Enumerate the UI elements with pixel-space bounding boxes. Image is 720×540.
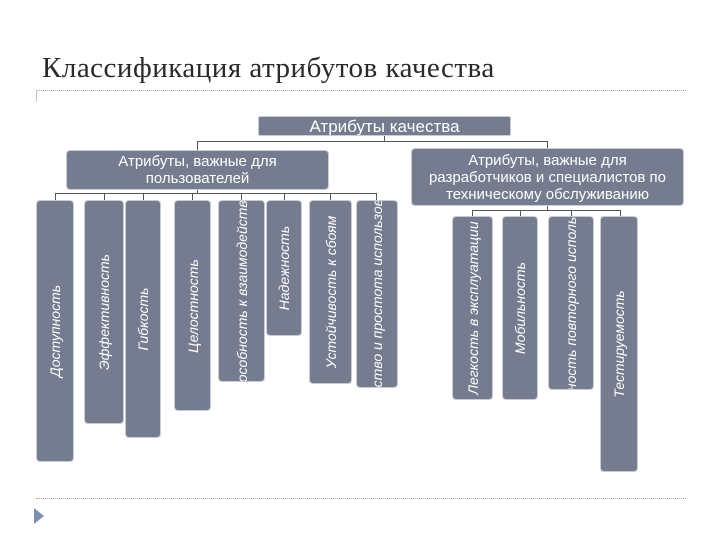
leaf-fault-tolerance: Устойчивость к сбоям (309, 200, 352, 384)
leaf-availability: Доступность (36, 200, 74, 462)
leaf-label: Легкость в эксплуатации (464, 221, 481, 395)
leaf-label: Устойчивость к сбоям (322, 215, 339, 369)
connector-leaf (284, 193, 285, 200)
leaf-label: Способность к взаимодействию (233, 200, 250, 382)
connector-leaf (571, 210, 572, 216)
next-slide-arrow-icon[interactable] (34, 508, 44, 524)
connector-leaf (376, 193, 377, 200)
leaf-label: Эффективность (96, 253, 112, 371)
connector-leaf (330, 193, 331, 200)
leaf-reliability: Надежность (266, 200, 302, 336)
connector-devs-bar (472, 210, 620, 211)
footer-divider (36, 498, 686, 499)
connector-leaf (104, 193, 105, 200)
title-divider (36, 90, 686, 91)
leaf-label: Мобильность (512, 262, 528, 354)
connector-leaf (192, 193, 193, 200)
connector-users-bar (55, 193, 376, 194)
leaf-testability: Тестируемость (600, 216, 638, 472)
root-node: Атрибуты качества (258, 116, 511, 136)
connector-users-drop (197, 141, 198, 150)
leaf-label: Тестируемость (611, 290, 627, 398)
leaf-flexibility: Гибкость (125, 200, 161, 438)
slide-title: Классификация атрибутов качества (42, 52, 495, 84)
leaf-portability: Мобильность (502, 216, 538, 400)
leaf-integrity: Целостность (174, 200, 211, 411)
leaf-usability: Удобство и простота использования (356, 200, 398, 388)
connector-leaf (241, 193, 242, 200)
leaf-label: Доступность (47, 284, 63, 378)
leaf-interoperability: Способность к взаимодействию (218, 200, 265, 382)
leaf-label: Надежность (276, 225, 292, 311)
group-developers: Атрибуты, важные для разработчиков и спе… (411, 148, 684, 206)
connector-leaf (472, 210, 473, 216)
connector-users-stem (197, 190, 198, 194)
leaf-label: Гибкость (135, 287, 151, 351)
leaf-label: Целостность (184, 258, 201, 353)
connector-devs-drop (547, 141, 548, 148)
leaf-label: Возможность повторного использования (563, 216, 579, 390)
connector-root-bar (197, 141, 548, 142)
connector-leaf (143, 193, 144, 200)
group-users: Атрибуты, важные для пользователей (66, 150, 329, 190)
connector-root-stem (384, 136, 385, 142)
leaf-ease-of-operation: Легкость в эксплуатации (452, 216, 493, 400)
corner-decoration (36, 90, 47, 102)
connector-leaf (55, 193, 56, 200)
connector-leaf (620, 210, 621, 216)
leaf-reusability: Возможность повторного использования (548, 216, 594, 390)
connector-leaf (520, 210, 521, 216)
leaf-label: Удобство и простота использования (369, 200, 385, 388)
leaf-efficiency: Эффективность (84, 200, 124, 424)
connector-devs-stem (547, 206, 548, 211)
